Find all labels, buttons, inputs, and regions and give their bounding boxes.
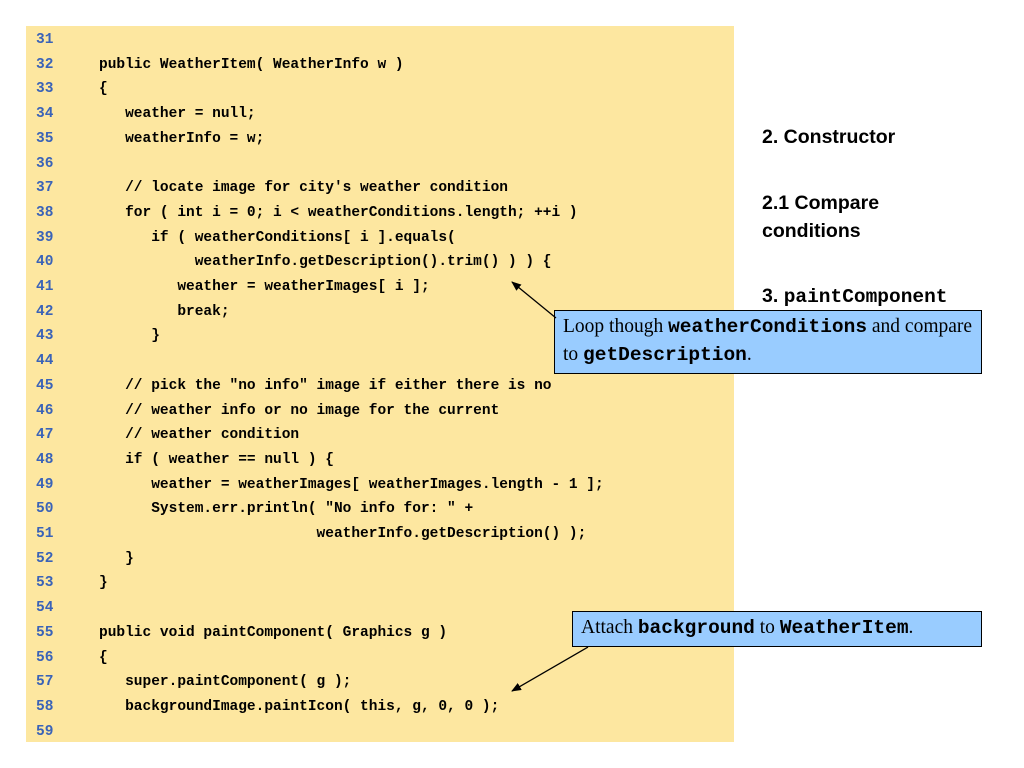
code-text: if ( weatherConditions[ i ].equals(	[99, 229, 456, 246]
line-number: 38	[36, 204, 54, 221]
line-number: 31	[36, 32, 54, 48]
line-number: 45	[36, 377, 54, 394]
line-number: 54	[36, 600, 54, 617]
outline-paintcomponent-prefix: 3.	[762, 285, 784, 307]
line-number: 34	[36, 106, 54, 123]
callout-loop-code2: getDescription	[583, 344, 747, 366]
line-number: 36	[36, 155, 54, 172]
arrow-attach	[511, 646, 589, 692]
line-number: 35	[36, 130, 54, 147]
callout-loop-code1: weatherConditions	[668, 316, 868, 338]
line-number: 33	[36, 81, 54, 98]
line-number: 56	[36, 649, 54, 666]
code-text: // locate image for city's weather condi…	[99, 180, 508, 197]
outline-constructor: 2. Constructor	[762, 126, 896, 148]
code-text: if ( weather == null ) {	[99, 451, 334, 468]
callout-attach-text2: to	[754, 617, 780, 638]
line-number: 53	[36, 575, 54, 592]
code-text: // weather info or no image for the curr…	[99, 402, 500, 419]
line-number: 43	[36, 328, 54, 345]
line-number: 58	[36, 698, 54, 715]
outline-compare-conditions: 2.1 Compare conditions	[762, 189, 879, 245]
code-text: weather = null;	[99, 106, 256, 123]
callout-attach-code2: WeatherItem	[779, 617, 909, 639]
line-number: 48	[36, 451, 54, 468]
callout-loop-text3: .	[746, 344, 752, 365]
code-text: weatherInfo.getDescription() );	[99, 526, 587, 542]
callout-attach-background: Attach background to WeatherItem.	[572, 611, 982, 647]
outline-compare-line2: conditions	[762, 220, 861, 242]
code-text: super.paintComponent( g );	[99, 674, 352, 691]
line-number: 44	[36, 353, 54, 370]
line-number: 42	[36, 303, 54, 320]
code-text: }	[99, 328, 160, 345]
line-number: 39	[36, 229, 54, 246]
code-text: weatherInfo.getDescription().trim() ) ) …	[99, 254, 552, 271]
code-listing: 31 32 public WeatherItem( WeatherInfo w ) 3…	[26, 26, 734, 742]
line-number: 41	[36, 279, 54, 295]
callout-attach-code1: background	[637, 617, 755, 639]
code-text: weather = weatherImages[ weatherImages.l…	[99, 476, 604, 493]
line-number: 55	[36, 624, 54, 641]
code-text: // pick the "no info" image if either th…	[99, 377, 552, 394]
line-number: 32	[36, 56, 54, 73]
code-text: weatherInfo = w;	[99, 130, 265, 147]
outline-paintcomponent-code: paintComponent	[783, 286, 948, 308]
line-number: 51	[36, 526, 54, 542]
code-text: public WeatherItem( WeatherInfo w )	[99, 56, 404, 73]
line-number: 47	[36, 427, 54, 444]
line-number: 37	[36, 180, 54, 197]
code-text: }	[99, 575, 108, 592]
code-text: // weather condition	[99, 427, 300, 444]
line-number: 50	[36, 501, 54, 518]
arrow-loop	[511, 281, 557, 319]
line-number: 49	[36, 476, 54, 493]
callout-attach-text1: Attach	[581, 617, 638, 638]
line-number: 59	[36, 723, 54, 740]
code-text: System.err.println( "No info for: " +	[99, 501, 474, 518]
line-number: 46	[36, 402, 54, 419]
outline-paintcomponent: 3. paintComponent	[762, 282, 948, 311]
code-text: public void paintComponent( Graphics g )	[99, 624, 448, 641]
callout-loop-text2: and compare to	[563, 316, 973, 365]
code-text: }	[99, 550, 134, 567]
callout-loop-text1: Loop though	[563, 316, 669, 337]
code-text: {	[99, 81, 108, 98]
code-text: break;	[99, 303, 230, 320]
outline-compare-line1: 2.1 Compare	[762, 192, 880, 214]
line-number: 40	[36, 254, 54, 271]
line-number: 57	[36, 674, 54, 691]
code-text: {	[99, 649, 108, 666]
callout-loop-conditions: Loop though weatherConditions and compar…	[554, 310, 982, 374]
line-number: 52	[36, 550, 54, 567]
code-text: backgroundImage.paintIcon( this, g, 0, 0…	[99, 698, 500, 715]
code-text: weather = weatherImages[ i ];	[99, 279, 430, 295]
code-text: for ( int i = 0; i < weatherConditions.l…	[99, 204, 578, 221]
callout-attach-text3: .	[908, 617, 914, 638]
